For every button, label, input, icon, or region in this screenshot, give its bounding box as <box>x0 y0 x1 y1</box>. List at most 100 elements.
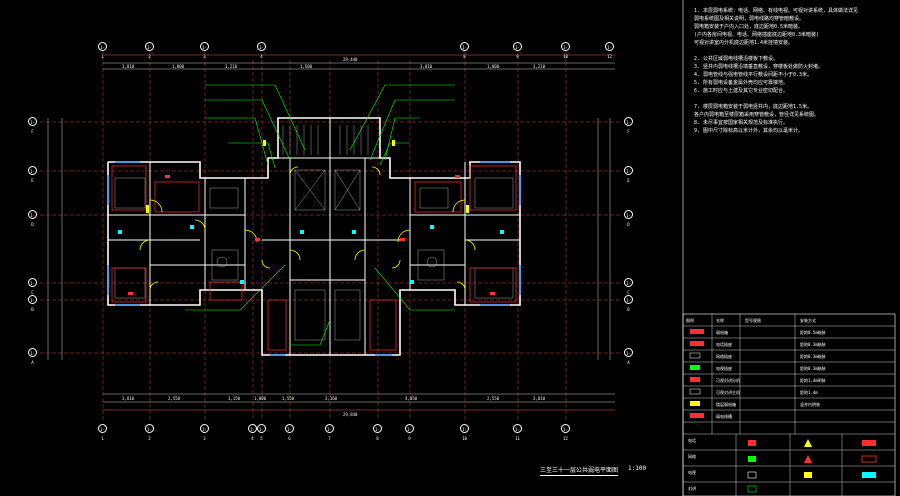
bottom-dimension: 2,550 <box>487 396 500 401</box>
bottom-total-dimension: 29,840 <box>343 412 358 417</box>
legend-header-install: 安装方式 <box>800 318 816 323</box>
legend-row-install: 竖井内明装 <box>800 402 820 407</box>
legend-bottom-label: 网络 <box>688 454 696 459</box>
axis-bubble-right: 1-C <box>624 278 633 295</box>
axis-bubble-top: 1-2 <box>145 42 154 59</box>
axis-bubble-bottom: 1-3 <box>200 424 209 441</box>
bottom-dimension: 3,160 <box>325 396 338 401</box>
axis-bubble-left: 1-E <box>28 166 37 183</box>
bottom-dimension: 3,810 <box>122 396 135 401</box>
legend-row-install: 距地0.5m暗装 <box>800 330 826 335</box>
legend-header-spec: 型号规格 <box>745 318 761 323</box>
bottom-dimension: 4,050 <box>405 396 418 401</box>
axis-bubble-bottom: 1-10 <box>460 424 469 441</box>
top-total-dimension: 29,440 <box>343 57 358 62</box>
weak-current-boxes <box>146 140 469 213</box>
axis-bubble-top: 1-8 <box>460 42 469 59</box>
axis-bubble-right: 1-E <box>624 166 633 183</box>
room-outlines <box>111 165 517 351</box>
bottom-dimension: 3,150 <box>228 396 241 401</box>
bottom-dimension: 1,800 <box>254 396 267 401</box>
axis-bubble-left: 1-F <box>28 117 37 134</box>
legend-bottom-label: 电话 <box>688 438 696 443</box>
interior-details <box>114 125 514 341</box>
top-dimension: 3,210 <box>225 64 238 69</box>
axis-bubble-bottom: 1-6 <box>285 424 294 441</box>
axis-bubble-left: 1-C <box>28 278 37 295</box>
note-line: 各户内弱电箱至楼层箱采用穿管敷设，管径详见系统图。 <box>694 112 820 118</box>
axis-bubble-bottom: 1-4 <box>248 424 257 441</box>
devices <box>118 225 504 284</box>
legend-frame <box>682 313 896 496</box>
legend-row-name: 弱电线槽 <box>716 414 732 419</box>
axis-bubble-left: 1-B <box>28 295 37 312</box>
note-line: 6. 施工时应与土建及其它专业密切配合。 <box>694 88 789 94</box>
note-line: 1. 本层弱电系统：电话、网络、有线电视、可视对讲系统，具体做法详见 <box>694 8 859 14</box>
drawing-scale: 1:100 <box>628 465 647 472</box>
note-line: 2. 公共区域弱电线槽沿楼板下敷设。 <box>694 56 779 62</box>
top-dimension: 3,810 <box>122 64 135 69</box>
axis-bubble-bottom: 1-5 <box>257 424 266 441</box>
legend-row-name: 弱电箱 <box>716 330 728 335</box>
note-line: 7. 楼层弱电箱安装于弱电竖井内，底边距地1.5米。 <box>694 104 813 110</box>
axis-bubble-left: 1-D <box>28 210 37 227</box>
top-dimension: 1,500 <box>300 64 313 69</box>
note-line: 弱电系统图及相关说明，弱电线路均穿管暗敷设。 <box>694 16 805 22</box>
legend-bottom-label: 对讲 <box>688 486 696 491</box>
leader-lines <box>185 84 455 346</box>
axis-bubble-bottom: 1-1 <box>98 424 107 441</box>
legend-header-symbol: 图例 <box>686 318 694 323</box>
axis-bubble-top: 1-1 <box>98 42 107 59</box>
legend-row-install: 距地0.3m暗装 <box>800 342 826 347</box>
axis-bubble-bottom: 1-8 <box>373 424 382 441</box>
note-line: 8. 未尽事宜按国家相关规范及标准执行。 <box>694 120 789 126</box>
legend-row-install: 距地1.4m明装 <box>800 378 826 383</box>
grid-axes-vertical <box>102 50 567 420</box>
axis-bubble-top: 1-9 <box>513 42 522 59</box>
axis-bubble-right: 1-F <box>624 117 633 134</box>
legend-row-name: 可视对讲主机 <box>716 390 740 395</box>
axis-bubble-right: 1-A <box>624 348 633 365</box>
note-line: 9. 图中尺寸除标高以米计外，其余均以毫米计。 <box>694 128 804 134</box>
legend-symbols <box>689 329 877 493</box>
note-line: 3. 竖井内弱电线槽沿墙垂直敷设，穿楼板处做防火封堵。 <box>694 64 824 70</box>
axis-bubble-right: 1-D <box>624 210 633 227</box>
legend-row-name: 电视插座 <box>716 366 732 371</box>
legend-row-install: 距地0.3m暗装 <box>800 366 826 371</box>
note-line: 可视对讲室内分机底边距地1.4米挂墙安装。 <box>694 40 794 46</box>
legend-row-name: 网络插座 <box>716 354 732 359</box>
legend-row-install: 距地1.4m <box>800 390 818 395</box>
axis-bubble-top: 1-12 <box>605 42 614 59</box>
windows <box>107 161 521 356</box>
axis-bubble-bottom: 1-12 <box>561 424 570 441</box>
legend-row-install: 距地0.3m暗装 <box>800 354 826 359</box>
note-line: (户内各房间电视、电话、网络插座底边距地0.3米暗装) <box>694 32 820 38</box>
legend-grid <box>683 314 895 496</box>
axis-bubble-left: 1-A <box>28 348 37 365</box>
axis-bubble-bottom: 1-11 <box>513 424 522 441</box>
bottom-dimension: 3,810 <box>533 396 546 401</box>
top-dimension: 3,210 <box>533 64 546 69</box>
bottom-dimension: 2,550 <box>168 396 181 401</box>
bottom-dimension: 1,550 <box>282 396 295 401</box>
axis-bubble-top: 1-3 <box>200 42 209 59</box>
axis-bubble-top: 1-10 <box>561 42 570 59</box>
top-dimension: 3,810 <box>420 64 433 69</box>
legend-header-name: 名称 <box>716 318 724 323</box>
exterior-walls <box>107 117 521 356</box>
axis-bubble-bottom: 1-2 <box>145 424 154 441</box>
top-dimension: 1,800 <box>487 64 500 69</box>
note-line: 5. 所有弱电设备金属外壳均应可靠接地。 <box>694 80 789 86</box>
note-line: 弱电箱安装于户内入口处，底边距地0.5米暗装。 <box>694 24 804 30</box>
note-line: 4. 弱电管线与强电管线平行敷设间距不小于0.3米。 <box>694 72 813 78</box>
axis-bubble-right: 1-B <box>624 295 633 312</box>
axis-bubble-top: 1-4 <box>257 42 266 59</box>
interior-walls <box>108 118 520 355</box>
legend-row-name: 电话插座 <box>716 342 732 347</box>
drawing-title: 三至三十一层公共弱电平面图 <box>540 467 619 476</box>
top-dimension: 1,800 <box>172 64 185 69</box>
axis-bubble-bottom: 1-7 <box>325 424 334 441</box>
legend-row-name: 可视对讲分机 <box>716 378 740 383</box>
